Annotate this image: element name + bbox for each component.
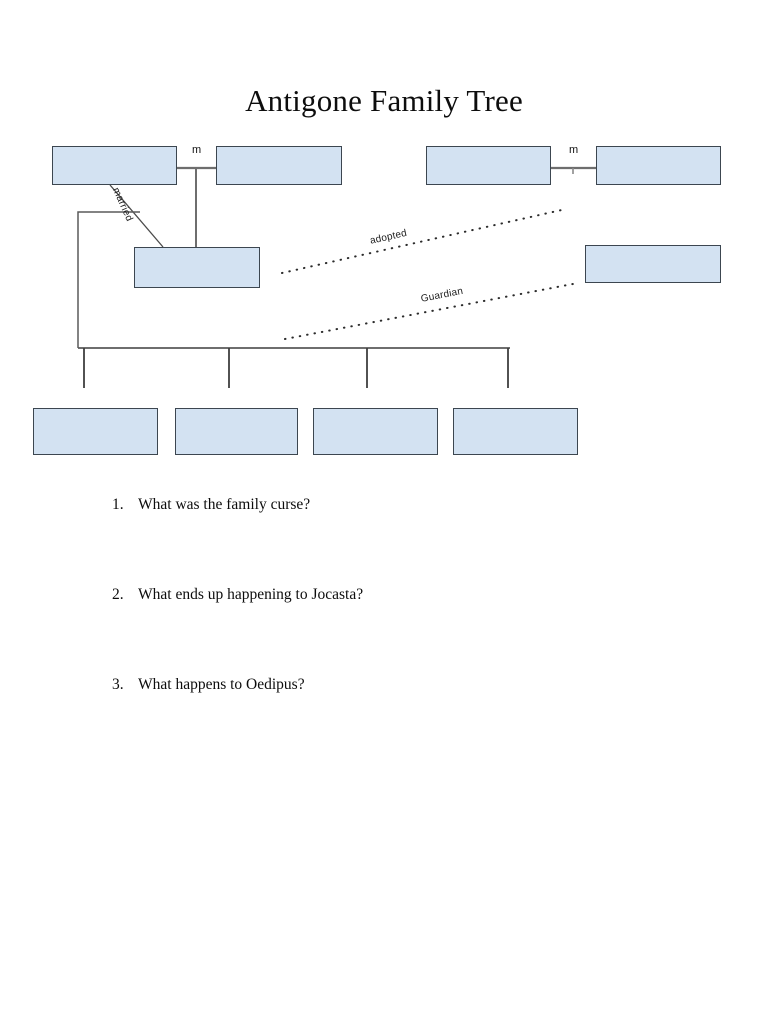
box-child-4[interactable] — [453, 408, 578, 455]
box-top-left[interactable] — [52, 146, 177, 185]
page-title: Antigone Family Tree — [245, 82, 523, 118]
box-top-third[interactable] — [426, 146, 551, 185]
question-3-text: What happens to Oedipus? — [138, 676, 305, 693]
box-child-2[interactable] — [175, 408, 298, 455]
diagram-connectors — [77, 166, 596, 388]
box-middle-right[interactable] — [585, 245, 721, 283]
connector-left-bracket — [77, 211, 140, 348]
question-3-number: 3. — [112, 676, 124, 693]
connector-adopted-dotted — [281, 208, 567, 274]
connector-guardian-dotted — [284, 282, 579, 340]
family-tree-diagram: m m married adopted Guardian — [0, 0, 768, 480]
box-child-1[interactable] — [33, 408, 158, 455]
question-2: 2. What ends up happening to Jocasta? — [112, 586, 712, 604]
marriage-label-right: m — [569, 144, 579, 156]
question-2-text: What ends up happening to Jocasta? — [138, 586, 364, 603]
connector-married-diagonal — [109, 184, 164, 248]
box-top-second[interactable] — [216, 146, 342, 185]
box-middle[interactable] — [134, 247, 260, 288]
question-1-text: What was the family curse? — [138, 496, 311, 513]
question-2-number: 2. — [112, 586, 124, 603]
question-1: 1. What was the family curse? — [112, 496, 712, 514]
question-1-number: 1. — [112, 496, 124, 513]
box-child-3[interactable] — [313, 408, 438, 455]
question-3: 3. What happens to Oedipus? — [112, 676, 712, 694]
box-top-right[interactable] — [596, 146, 721, 185]
marriage-label-left: m — [192, 144, 202, 156]
